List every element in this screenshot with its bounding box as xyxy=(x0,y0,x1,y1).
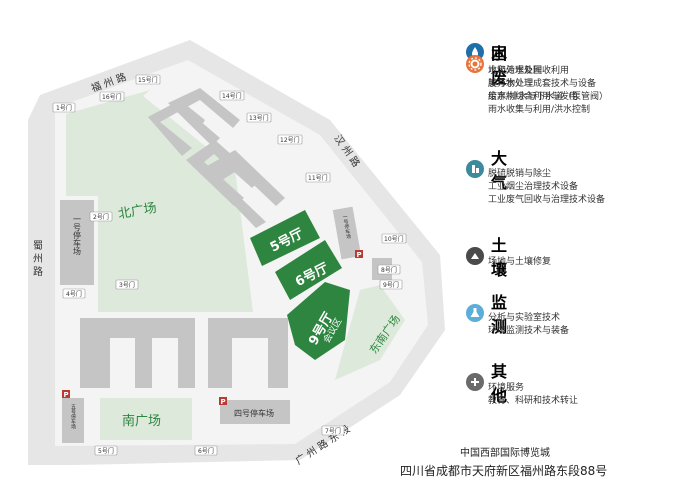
parking-1-area xyxy=(60,200,94,285)
legend-gufei-row: 固废 xyxy=(466,40,507,88)
gate-3: 3号门 xyxy=(115,279,139,290)
south-buildings xyxy=(80,318,288,388)
venue-name: 中国西部国际博览城 xyxy=(460,448,550,459)
gate-6: 6号门 xyxy=(194,445,218,456)
legend-soil-title: 土壤 xyxy=(491,236,508,279)
parking-p-marker-4: P xyxy=(219,397,227,406)
hall-5-shape xyxy=(250,210,320,266)
gate-14: 14号门 xyxy=(219,90,245,101)
legend-other-title: 其他 xyxy=(491,362,508,405)
legend-water-items: 水和污水处理膜与水处理给水/排水与下水道（泵管阀）雨水收集与利用/洪水控制 xyxy=(488,66,609,115)
legend-other-row: 其他 xyxy=(466,358,507,406)
road-left-label: 蜀 州 路 xyxy=(31,240,43,277)
svg-text:12号门: 12号门 xyxy=(280,136,300,144)
legend-air-title: 大气 xyxy=(491,149,508,192)
legend-soil-items: 场地与土壤修复 xyxy=(488,257,552,267)
hall-6-shape xyxy=(275,240,342,300)
gear-icon xyxy=(466,55,484,73)
svg-text:8号门: 8号门 xyxy=(381,266,397,274)
south-square-label: 南广场 xyxy=(122,413,161,429)
svg-text:3号门: 3号门 xyxy=(119,281,135,289)
flask-icon xyxy=(466,304,484,322)
svg-text:13号门: 13号门 xyxy=(249,114,269,122)
gate-10: 10号门 xyxy=(381,233,407,244)
gate-15: 15号门 xyxy=(135,74,161,85)
gate-7: 7号门 xyxy=(321,425,345,436)
parking-5-label: 五号停车场 xyxy=(70,404,76,430)
soil-icon xyxy=(466,247,484,265)
north-square-label: 北广场 xyxy=(117,201,158,223)
legend-monitor-row: 监测 xyxy=(466,289,507,337)
gate-9: 9号门 xyxy=(379,279,403,290)
parking-p-marker-10: P xyxy=(355,250,363,259)
svg-text:1号门: 1号门 xyxy=(56,104,72,112)
south-square-area xyxy=(100,398,192,440)
gate-16: 16号门 xyxy=(99,91,125,102)
north-buildings xyxy=(148,88,285,228)
gate-12: 12号门 xyxy=(277,134,303,145)
legend-monitor-title: 监测 xyxy=(491,293,508,336)
svg-text:10号门: 10号门 xyxy=(384,235,404,243)
small-building xyxy=(332,206,362,260)
factory-icon xyxy=(466,160,484,178)
svg-text:P: P xyxy=(64,391,69,399)
southeast-square-area xyxy=(335,285,405,380)
parking-small-label: 一号停车场 xyxy=(341,214,351,241)
gate-1: 1号门 xyxy=(52,102,76,113)
parking-4-area xyxy=(220,400,290,424)
venue-address: 四川省成都市天府新区福州路东段88号 xyxy=(400,464,608,478)
legend-air-row: 大气 xyxy=(466,145,507,193)
parking-p-marker-1: P xyxy=(62,390,70,399)
svg-text:14号门: 14号门 xyxy=(222,92,242,100)
gate-2: 2号门 xyxy=(89,211,113,222)
legend-other-items: 环境服务教育、科研和技术转让 xyxy=(488,383,579,406)
svg-text:7号门: 7号门 xyxy=(325,427,341,435)
svg-text:5号门: 5号门 xyxy=(98,447,114,455)
gate-11: 11号门 xyxy=(305,172,331,183)
legend-monitor-items: 分析与实验室技术环境监测技术与装备 xyxy=(488,313,570,336)
parking-5-area xyxy=(62,398,84,443)
svg-text:15号门: 15号门 xyxy=(138,76,158,84)
legend-gufei-title-text: 固废 xyxy=(491,44,508,87)
legend-soil-row: 土壤 xyxy=(466,232,507,280)
svg-text:P: P xyxy=(221,398,226,406)
svg-text:2号门: 2号门 xyxy=(93,213,109,221)
hall-9-shape xyxy=(287,282,350,360)
venue-map: 5号厅 6号厅 9号厅 会议区 北广场 南广场 东南广场 四号停车场 一号停车场… xyxy=(28,40,445,467)
svg-text:16号门: 16号门 xyxy=(102,93,122,101)
legend-air-items: 脱硫脱销与除尘工业烟尘治理技术设备工业废气回收与治理技术设备 xyxy=(488,169,606,205)
svg-text:P: P xyxy=(357,251,362,259)
legend-water-title: 水 xyxy=(491,44,508,63)
gate-labels: 1号门 2号门 3号门 4号门 5号门 6号门 7号门 8号门 9号门 10号门… xyxy=(52,74,407,456)
svg-text:4号门: 4号门 xyxy=(66,290,82,298)
svg-text:6号门: 6号门 xyxy=(198,447,214,455)
gate-5: 5号门 xyxy=(94,445,118,456)
parking-4-label: 四号停车场 xyxy=(234,408,274,418)
legend-gufei-items: 垃圾处理及回收利用废弃物处理成套技术与设备废弃物综合利用与发电 xyxy=(488,66,597,102)
gate-8: 8号门 xyxy=(377,264,401,275)
svg-text:11号门: 11号门 xyxy=(308,174,328,182)
gate-4: 4号门 xyxy=(62,288,86,299)
tools-icon xyxy=(466,373,484,391)
gate-13: 13号门 xyxy=(246,112,272,123)
north-square xyxy=(66,90,253,312)
parking-1-label: 一号停车场 xyxy=(73,215,82,256)
svg-text:9号门: 9号门 xyxy=(383,281,399,289)
